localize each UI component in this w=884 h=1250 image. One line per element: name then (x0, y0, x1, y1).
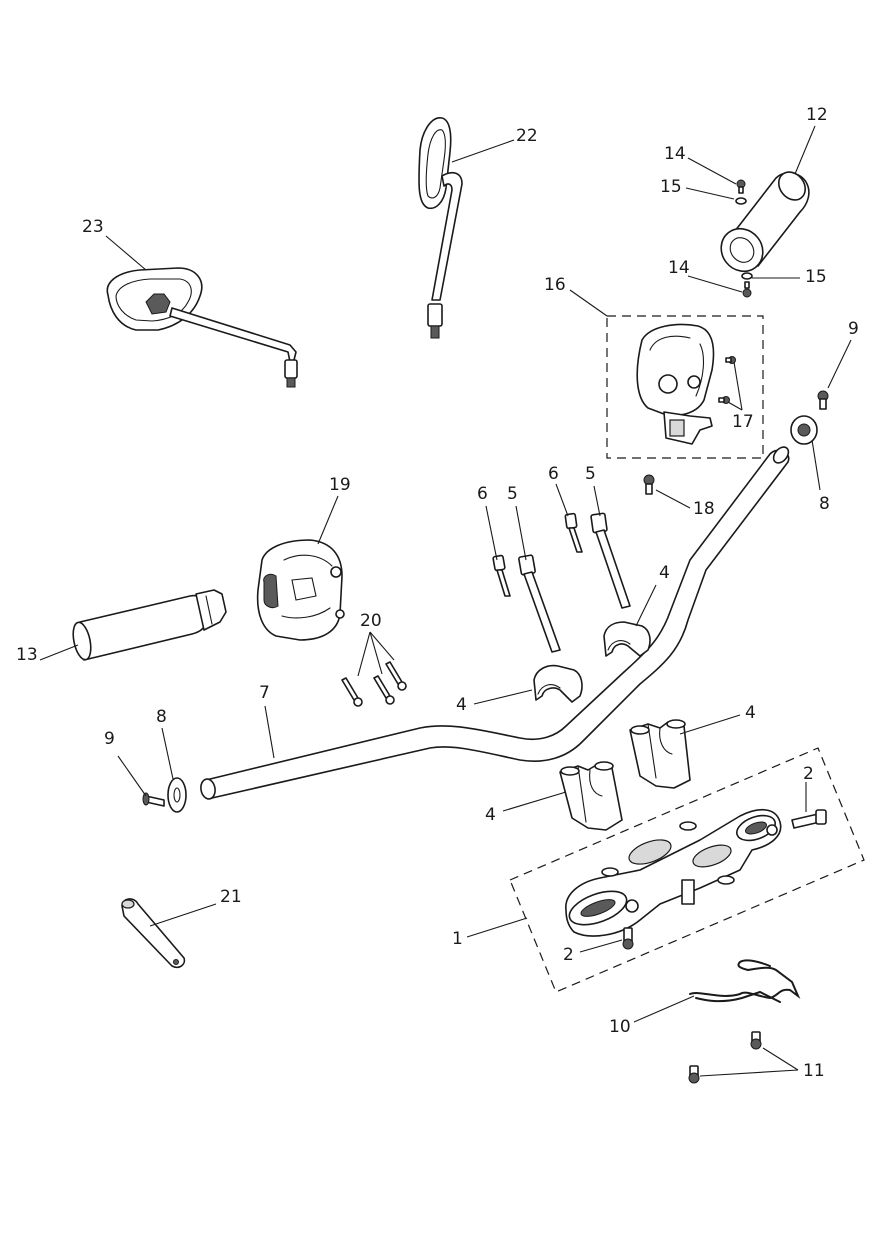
callout-16: 16 (544, 275, 566, 295)
bolt-6-right-part[interactable] (564, 512, 583, 553)
callout-9a: 9 (104, 729, 115, 749)
handlebar-part[interactable] (199, 444, 791, 800)
washer-15-bottom-part[interactable] (741, 272, 753, 280)
callout-4c: 4 (745, 703, 756, 723)
callout-18: 18 (693, 499, 715, 519)
yoke-group-box (509, 747, 865, 993)
callout-4b: 4 (659, 563, 670, 583)
leader-lines (39, 125, 852, 1077)
bar-end-8-left-part[interactable] (167, 777, 187, 813)
wire-clip-10-part[interactable] (689, 959, 801, 1003)
callout-5b: 5 (585, 464, 596, 484)
callout-22: 22 (516, 126, 538, 146)
callout-10: 10 (609, 1017, 631, 1037)
bolt-5-left-part[interactable] (518, 554, 561, 653)
mirror-right-part[interactable] (418, 117, 463, 339)
callout-7: 7 (259, 683, 270, 703)
callout-19: 19 (329, 475, 351, 495)
callout-9b: 9 (848, 319, 859, 339)
screw-11-upper-part[interactable] (750, 1031, 762, 1050)
screws-17-part[interactable] (718, 356, 736, 404)
callout-2a: 2 (563, 945, 574, 965)
callout-1: 1 (452, 929, 463, 949)
riser-4-left-part[interactable] (559, 761, 623, 831)
washer-15-top-part[interactable] (735, 197, 747, 205)
callout-6b: 6 (548, 464, 559, 484)
grip-left-part[interactable] (70, 589, 227, 661)
mirror-left-part[interactable] (106, 267, 298, 388)
callout-15b: 15 (805, 267, 827, 287)
clamp-4-upper-left-part[interactable] (533, 664, 583, 703)
grip-right-part[interactable] (713, 167, 811, 280)
screws-20-part[interactable] (341, 661, 407, 707)
callout-6a: 6 (477, 484, 488, 504)
callout-13: 13 (16, 645, 38, 665)
callout-15a: 15 (660, 177, 682, 197)
riser-4-right-part[interactable] (629, 719, 691, 789)
callout-21: 21 (220, 887, 242, 907)
bolt-2-side-part[interactable] (791, 809, 827, 829)
bar-end-8-right-part[interactable] (790, 415, 818, 445)
callout-20: 20 (360, 611, 382, 631)
callout-12: 12 (806, 105, 828, 125)
callout-8b: 8 (819, 494, 830, 514)
strap-21-part[interactable] (121, 898, 186, 969)
bolt-5-right-part[interactable] (590, 512, 631, 609)
callout-5a: 5 (507, 484, 518, 504)
callout-11: 11 (803, 1061, 825, 1081)
callout-4d: 4 (485, 805, 496, 825)
screw-14-top-part[interactable] (736, 179, 746, 194)
callout-4a: 4 (456, 695, 467, 715)
callout-23: 23 (82, 217, 104, 237)
bolt-6-left-part[interactable] (492, 554, 511, 597)
clamp-4-upper-right-part[interactable] (603, 621, 651, 657)
bolt-9-right-part[interactable] (817, 390, 829, 410)
bolt-9-left-part[interactable] (142, 792, 165, 807)
callout-14b: 14 (668, 258, 690, 278)
callout-17: 17 (732, 412, 754, 432)
callout-8a: 8 (156, 707, 167, 727)
switch-housing-left-part[interactable] (256, 539, 345, 641)
switch-housing-right-part[interactable] (636, 323, 715, 445)
screw-18-part[interactable] (643, 474, 655, 495)
bolt-2-bottom-part[interactable] (622, 927, 634, 950)
callout-2b: 2 (803, 764, 814, 784)
switch-group-box (606, 315, 764, 459)
screw-14-bottom-part[interactable] (742, 281, 752, 298)
screw-11-lower-part[interactable] (688, 1065, 700, 1084)
callout-14a: 14 (664, 144, 686, 164)
top-yoke-1-part[interactable] (565, 809, 782, 937)
